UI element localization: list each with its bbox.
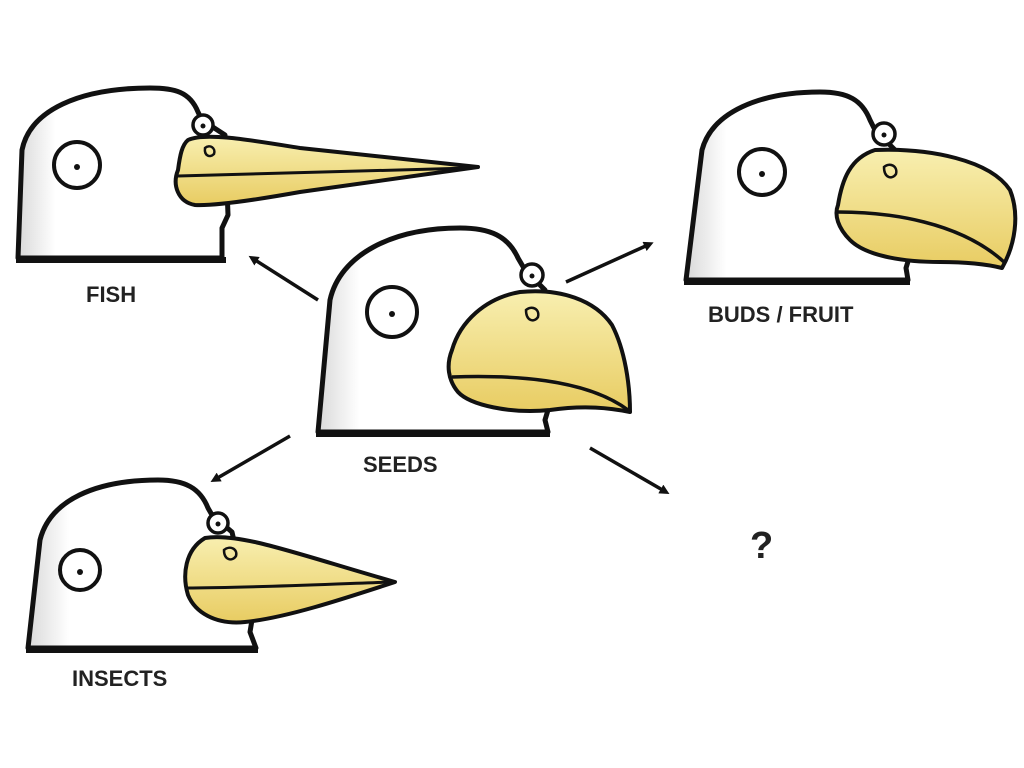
arrow-to-unknown <box>589 446 670 495</box>
label-fish: FISH <box>86 282 136 307</box>
label-buds-fruit: BUDS / FRUIT <box>708 302 854 327</box>
buds-fruit-bird-head-icon <box>683 89 1018 285</box>
label-insects: INSECTS <box>72 666 167 691</box>
fish-bird-head-icon <box>15 85 480 263</box>
arrow-to-buds-fruit <box>565 241 654 284</box>
arrow-to-insects <box>210 434 291 483</box>
label-seeds: SEEDS <box>363 452 438 477</box>
arrow-to-fish <box>248 255 319 302</box>
label-unknown: ? <box>750 525 773 567</box>
insects-bird-head-icon <box>25 477 397 653</box>
seeds-bird-head-icon <box>315 225 632 437</box>
